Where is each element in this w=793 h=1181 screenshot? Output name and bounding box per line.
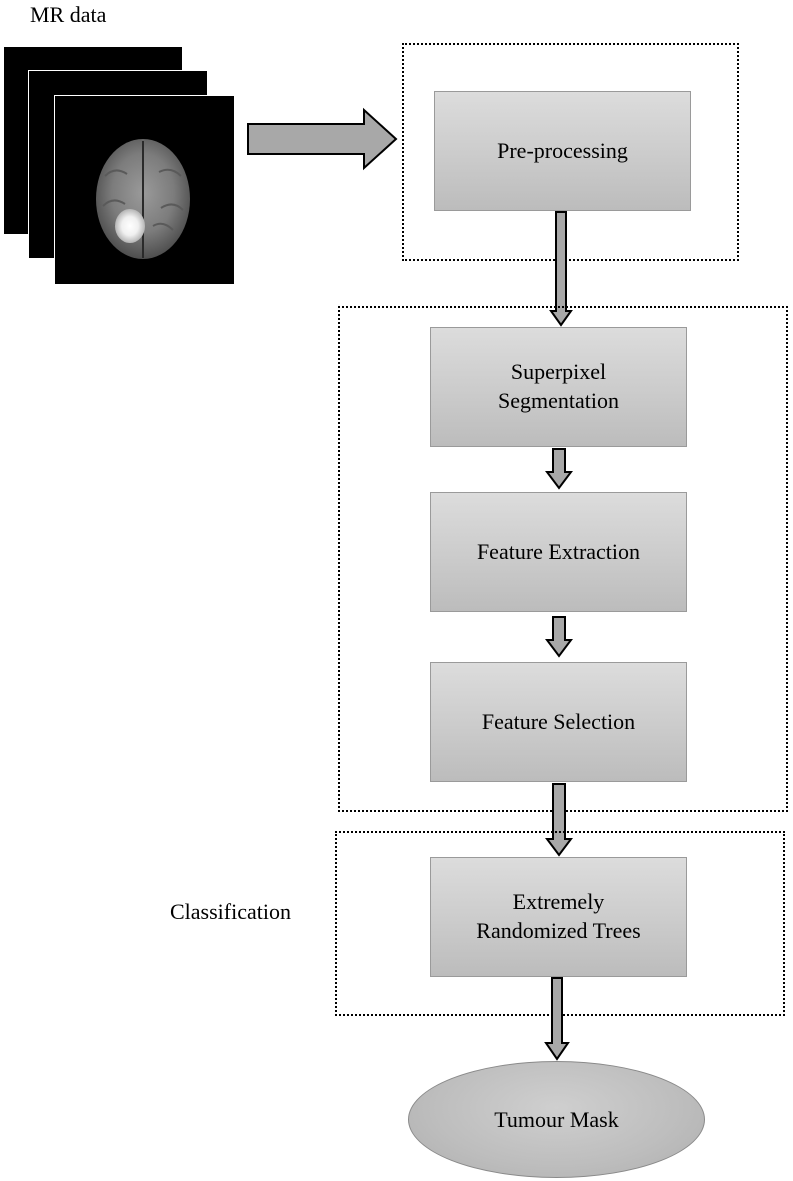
superpixel-segmentation-label: Superpixel Segmentation	[498, 359, 619, 413]
preprocessing-step: Pre-processing	[434, 91, 691, 211]
mr-data-label: MR data	[30, 2, 107, 27]
tumour-mask-label: Tumour Mask	[494, 1106, 619, 1132]
classifier-label: Extremely Randomized Trees	[476, 889, 641, 943]
arrow-selection-to-classifier	[545, 783, 573, 857]
feature-selection-step: Feature Selection	[430, 662, 687, 782]
arrow-superpixel-to-extraction	[545, 448, 573, 490]
brain-scan-image	[96, 139, 190, 259]
superpixel-segmentation-step: Superpixel Segmentation	[430, 327, 687, 447]
feature-extraction-step: Feature Extraction	[430, 492, 687, 612]
mr-slice-front	[55, 96, 234, 284]
arrow-extraction-to-selection	[545, 616, 573, 658]
input-arrow	[247, 107, 398, 171]
tumour-mask-output: Tumour Mask	[408, 1061, 705, 1178]
arrow-classifier-to-output	[544, 977, 570, 1061]
feature-selection-label: Feature Selection	[481, 708, 636, 734]
classifier-step: Extremely Randomized Trees	[430, 857, 687, 977]
arrow-preprocessing-to-superpixel	[549, 211, 573, 327]
preprocessing-group	[402, 43, 739, 261]
feature-extraction-label: Feature Extraction	[476, 538, 641, 564]
classification-label: Classification	[170, 899, 291, 924]
preprocessing-label: Pre-processing	[497, 137, 628, 163]
